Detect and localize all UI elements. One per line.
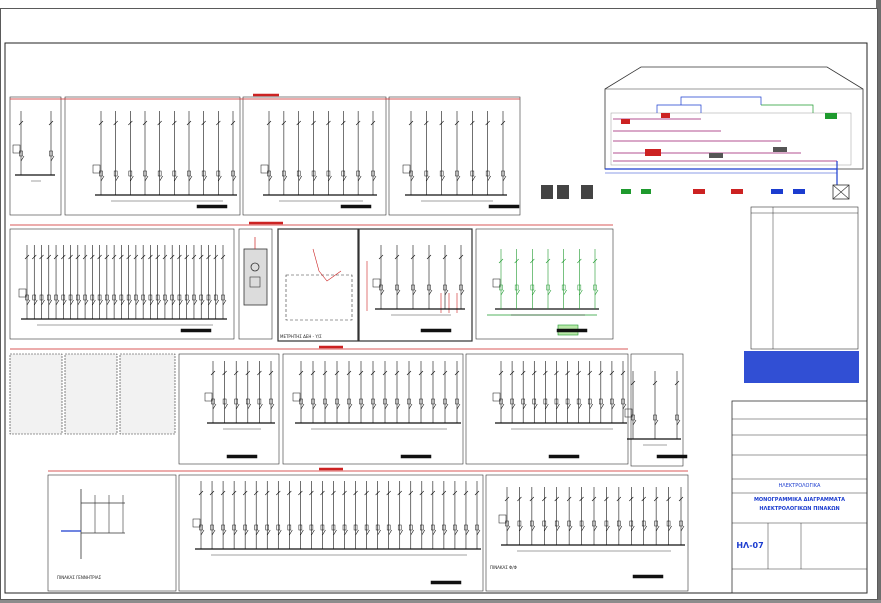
discipline-label: ΗΛΕΚΤΡΟΛΟΓΙΚΑ xyxy=(778,483,821,489)
notes-panel xyxy=(119,353,176,435)
symbol-legend xyxy=(744,206,859,383)
drawing-sheet: ΗΛΕΚΤΡΟΛΟΓΙΚΑ ΜΟΝΟΓΡΑΜΜΙΚΑ ΔΙΑΓΡΑΜΜΑΤΑ Η… xyxy=(0,8,878,600)
transformer-box xyxy=(832,184,850,200)
building-riser-diagram xyxy=(541,66,864,200)
bottom-panel-caption: ΠΙΝΑΚΑΣ Φ/Φ xyxy=(490,565,517,570)
panel-frame xyxy=(238,228,273,340)
panel-frame xyxy=(388,96,521,216)
sheet-border xyxy=(4,42,868,594)
panel-frame xyxy=(64,96,241,216)
drawing-title-line2: ΗΛΕΚΤΡΟΛΟΓΙΚΩΝ ΠΙΝΑΚΩΝ xyxy=(759,506,840,512)
panel-frame xyxy=(485,474,689,592)
drawing-number: ΗΛ-07 xyxy=(736,541,764,550)
generated-circuits xyxy=(12,111,688,585)
vertical-scrollbar[interactable] xyxy=(876,0,881,600)
panel-frame xyxy=(282,353,464,465)
cabinet-outline xyxy=(285,274,353,321)
single-line-diagram xyxy=(4,42,868,594)
panel-frame xyxy=(475,228,614,340)
notes-panel xyxy=(64,353,118,435)
panel-frame xyxy=(277,228,359,342)
notes-block xyxy=(744,351,859,383)
panel-frame xyxy=(47,474,177,592)
title-block-frame xyxy=(731,400,868,594)
panel-frame xyxy=(9,96,62,216)
notes-panel xyxy=(9,353,63,435)
drawing-title-line1: ΜΟΝΟΓΡΑΜΜΙΚΑ ΔΙΑΓΡΑΜΜΑΤΑ xyxy=(753,497,846,503)
panel-frame xyxy=(178,353,280,465)
panel-frame xyxy=(358,228,473,342)
panel-row-1 xyxy=(9,93,521,216)
panel-row-3 xyxy=(9,345,684,467)
panel-frame xyxy=(465,353,629,465)
panel-row-4 xyxy=(47,467,689,592)
panel-frame xyxy=(178,474,484,592)
panel-frame xyxy=(9,228,235,340)
panel-frame xyxy=(242,96,387,216)
meter-panel-caption: ΜΕΤΡΗΤΗΣ ΔΕΗ - Υ/Σ xyxy=(280,334,322,339)
equipment xyxy=(621,119,630,124)
panel-frame xyxy=(630,353,684,467)
panel-row-2 xyxy=(9,221,614,342)
viewer-top-edge xyxy=(0,0,881,8)
generator-caption: ΠΙΝΑΚΑΣ ΓΕΝΝΗΤΡΙΑΣ xyxy=(57,575,102,580)
